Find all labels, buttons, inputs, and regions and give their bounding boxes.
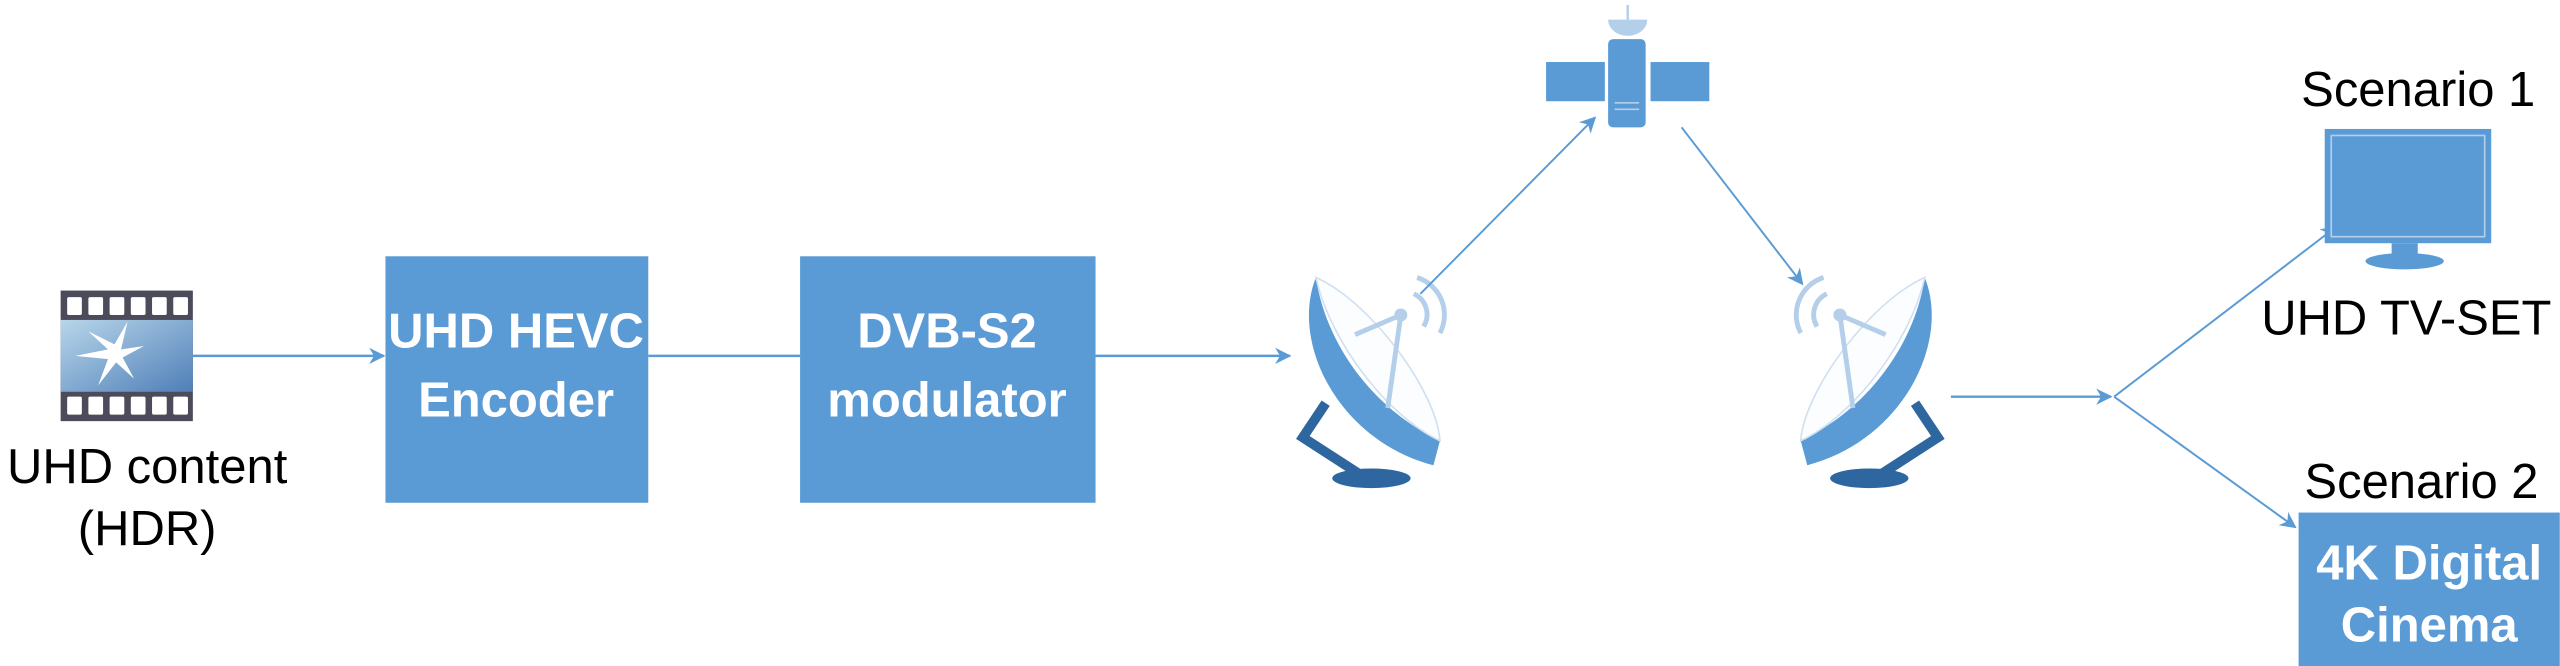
scenario2-title: Scenario 2 (2304, 455, 2538, 509)
source-sublabel: (HDR) (78, 502, 217, 556)
scenario1-title: Scenario 1 (2301, 63, 2535, 117)
encoder-line2: Encoder (418, 373, 614, 427)
source-label: UHD content (7, 440, 288, 494)
cinema-box: 4K Digital Cinema (2298, 512, 2560, 666)
modulator-line2: modulator (827, 373, 1066, 427)
arrow-to-tv (2113, 225, 2338, 398)
uplink-dish-icon (1296, 275, 1447, 489)
film-strip-icon (60, 290, 193, 422)
arrow-to-cinema (2113, 395, 2297, 529)
satellite-icon (1546, 4, 1710, 128)
tv-label: UHD TV-SET (2261, 292, 2551, 346)
cinema-line1: 4K Digital (2316, 536, 2542, 590)
encoder-box: UHD HEVC Encoder (385, 256, 649, 503)
arrow-satellite-downlink (1680, 126, 1804, 286)
arrow-uplink-satellite (1419, 116, 1597, 295)
modulator-line1: DVB-S2 (857, 305, 1037, 359)
modulator-box: DVB-S2 modulator (800, 256, 1096, 503)
encoder-line1: UHD HEVC (388, 305, 644, 359)
cinema-line2: Cinema (2341, 599, 2519, 653)
tv-monitor-icon (2324, 128, 2492, 270)
downlink-dish-icon (1793, 275, 1945, 489)
